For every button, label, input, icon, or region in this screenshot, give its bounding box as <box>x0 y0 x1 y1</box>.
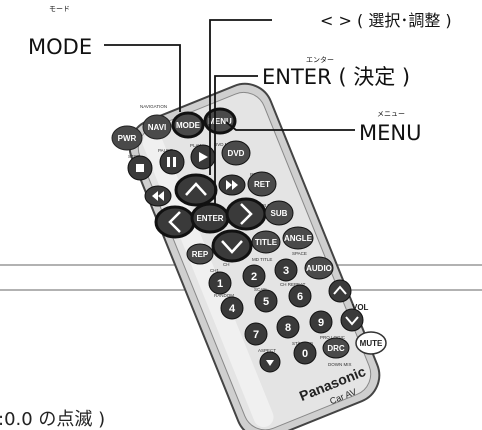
svg-text:ENTER: ENTER <box>196 214 223 223</box>
enter-label: ENTER ( 決定 ) <box>262 65 410 89</box>
stop-button[interactable] <box>127 155 153 181</box>
svg-text:REP: REP <box>192 250 209 259</box>
arrows-callout <box>209 19 272 175</box>
num-1-button[interactable]: 1 <box>208 271 232 295</box>
mode-callout <box>104 44 181 112</box>
menu-callout <box>225 121 355 131</box>
aspect-button[interactable] <box>259 351 281 373</box>
ret-button[interactable]: RET <box>247 171 277 197</box>
play-label: PLAY <box>190 143 201 148</box>
right-button[interactable] <box>225 197 267 231</box>
stop-label: STOP <box>128 154 140 159</box>
svg-text:MODE: MODE <box>176 121 201 130</box>
num-3-button[interactable]: 3 <box>274 258 298 282</box>
svg-text:8: 8 <box>285 322 291 334</box>
audio-button[interactable]: AUDIO <box>304 256 334 280</box>
svg-text:MUTE: MUTE <box>360 339 383 348</box>
skip-back-button[interactable] <box>144 185 172 207</box>
num-5-button[interactable]: 5 <box>254 289 278 313</box>
dvd-button[interactable]: DVD <box>221 140 251 166</box>
svg-text:4: 4 <box>229 303 236 315</box>
num-7-button[interactable]: 7 <box>244 322 268 346</box>
svg-text:MENU: MENU <box>208 117 232 126</box>
ch-repeat-label: CH REPEAT <box>280 282 306 287</box>
num-8-button[interactable]: 8 <box>276 315 300 339</box>
svg-text:AUDIO: AUDIO <box>306 264 332 273</box>
svg-text:0: 0 <box>302 348 308 360</box>
num-6-button[interactable]: 6 <box>288 284 312 308</box>
enter-button[interactable]: ENTER <box>190 202 230 234</box>
svg-text:3: 3 <box>283 265 289 277</box>
left-button[interactable] <box>154 205 196 239</box>
drc-button[interactable]: DRC <box>322 337 350 359</box>
arrows-label: < > ( 選択･調整 ) <box>320 11 452 30</box>
aspect-label: ASPECT <box>258 348 276 353</box>
title-button[interactable]: TITLE <box>251 230 281 254</box>
svg-text:6: 6 <box>297 291 303 303</box>
ch-label: CH <box>223 262 230 267</box>
navigation-label: NAVIGATION <box>140 104 167 109</box>
mode-button[interactable]: MODE <box>171 111 205 139</box>
pause-button[interactable] <box>159 149 185 175</box>
enter-ruby: エンター <box>306 55 334 64</box>
svg-text:TITLE: TITLE <box>255 238 278 247</box>
svg-text:9: 9 <box>318 317 324 329</box>
menu-ruby: メニュー <box>377 110 405 118</box>
down-button[interactable] <box>211 229 253 263</box>
bottom-partial-text: :0.0 の点滅 ) <box>0 409 105 430</box>
ch1-label: CH1 <box>210 268 219 273</box>
svg-text:DRC: DRC <box>327 344 345 353</box>
svg-text:DVD: DVD <box>228 149 245 158</box>
svg-text:NAVI: NAVI <box>148 123 167 132</box>
svg-text:SUB: SUB <box>271 209 288 218</box>
num-0-button[interactable]: 0 <box>293 341 317 365</box>
svg-text:PWR: PWR <box>118 134 137 143</box>
skip-forward-button[interactable] <box>218 174 246 196</box>
svg-text:2: 2 <box>251 271 257 283</box>
angle-button[interactable]: ANGLE <box>282 226 314 250</box>
remote-buttons: PWR NAVI NAVIGATION MODE MENU STOP PAUSE… <box>111 104 387 406</box>
num-9-button[interactable]: 9 <box>309 310 333 334</box>
down-mix-label: DOWN MIX <box>328 362 352 367</box>
pro-logic-label: PRO LOGIC <box>320 335 346 340</box>
vol-up-button[interactable] <box>328 279 352 303</box>
space-label: SPACE <box>292 251 307 256</box>
svg-text:1: 1 <box>217 278 223 290</box>
vol-down-button[interactable] <box>340 308 364 332</box>
svg-text:7: 7 <box>253 329 259 341</box>
navi-button[interactable]: NAVI <box>142 114 172 140</box>
up-button[interactable] <box>174 173 218 207</box>
sub-button[interactable]: SUB <box>264 200 294 226</box>
mute-button[interactable]: MUTE <box>355 331 387 355</box>
callout-lines <box>104 19 355 205</box>
menu-button[interactable]: MENU <box>203 107 237 135</box>
md-title-label: MD TITLE <box>252 257 272 262</box>
svg-text:RET: RET <box>254 180 270 189</box>
num-4-button[interactable]: 4 <box>220 296 244 320</box>
num-2-button[interactable]: 2 <box>242 264 266 288</box>
rep-button[interactable]: REP <box>186 243 214 265</box>
menu-label: MENU <box>359 121 421 145</box>
scan-label: SCAN <box>254 287 267 292</box>
pause-label: PAUSE <box>158 148 173 153</box>
pwr-button[interactable]: PWR <box>111 125 143 151</box>
enter-callout <box>214 75 258 205</box>
mode-label: MODE <box>28 35 92 59</box>
svg-text:ANGLE: ANGLE <box>284 234 313 243</box>
random-label: RANDOM <box>214 293 234 298</box>
play-button[interactable] <box>190 144 216 170</box>
mode-ruby: モード <box>49 5 70 13</box>
vol-label: VOL <box>352 303 369 312</box>
svg-text:5: 5 <box>263 296 269 308</box>
